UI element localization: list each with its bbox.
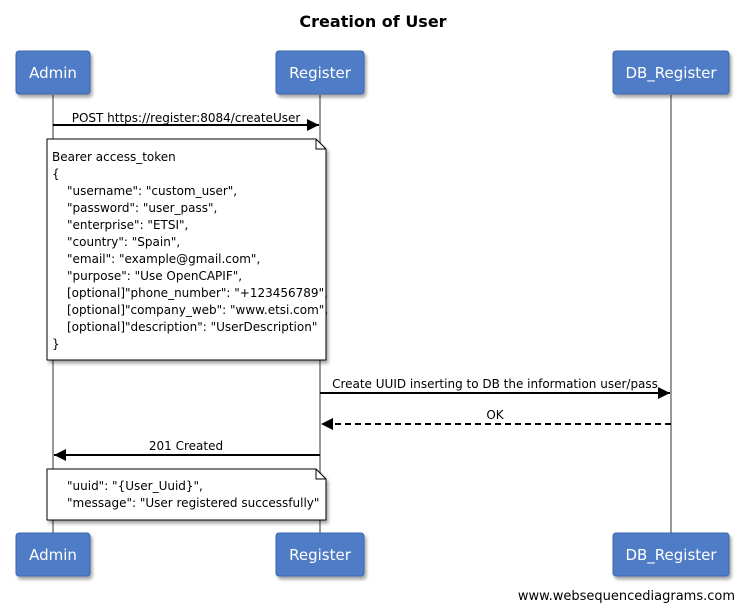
message-label: 201 Created [149, 439, 223, 453]
actor-label: DB_Register [625, 546, 717, 565]
note-line: Bearer access_token [52, 150, 176, 164]
actor-label: Register [289, 64, 352, 82]
actor-register-bottom: Register [275, 532, 365, 577]
credit-watermark: www.websequencediagrams.com [518, 589, 735, 604]
note-response-body: "uuid": "{User_Uuid}", "message": "User … [46, 468, 327, 521]
actor-register-top: Register [275, 50, 365, 95]
message-create-uuid: Create UUID inserting to DB the informat… [320, 377, 670, 399]
message-post-create-user: POST https://register:8084/createUser [53, 111, 319, 131]
note-line: "password": "user_pass", [67, 201, 217, 215]
actor-admin-top: Admin [15, 50, 91, 95]
message-label: POST https://register:8084/createUser [72, 111, 301, 125]
note-line: { [52, 167, 60, 181]
note-line: } [52, 337, 60, 351]
actor-db-register-top: DB_Register [612, 50, 730, 95]
message-ok: OK [321, 408, 671, 430]
actor-admin-bottom: Admin [15, 532, 91, 577]
actor-db-register-bottom: DB_Register [612, 532, 730, 577]
message-label: Create UUID inserting to DB the informat… [332, 377, 658, 391]
note-line: "username": "custom_user", [67, 184, 237, 198]
actor-label: DB_Register [625, 64, 717, 83]
note-line: [optional]"description": "UserDescriptio… [67, 320, 317, 334]
note-line: "enterprise": "ETSI", [67, 218, 188, 232]
message-label: OK [486, 408, 504, 422]
diagram-title: Creation of User [299, 12, 446, 31]
actor-label: Admin [29, 546, 77, 564]
note-request-body: Bearer access_token { "username": "custo… [46, 138, 328, 361]
note-line: "purpose": "Use OpenCAPIF", [67, 269, 242, 283]
note-line: "email": "example@gmail.com", [67, 252, 260, 266]
message-201-created: 201 Created [54, 439, 320, 461]
actor-label: Register [289, 546, 352, 564]
note-line: [optional]"phone_number": "+123456789", [67, 286, 328, 300]
note-line: [optional]"company_web": "www.etsi.com", [67, 303, 328, 317]
note-line: "uuid": "{User_Uuid}", [67, 479, 203, 493]
note-line: "message": "User registered successfully… [67, 496, 319, 510]
actor-label: Admin [29, 64, 77, 82]
note-line: "country": "Spain", [67, 235, 180, 249]
